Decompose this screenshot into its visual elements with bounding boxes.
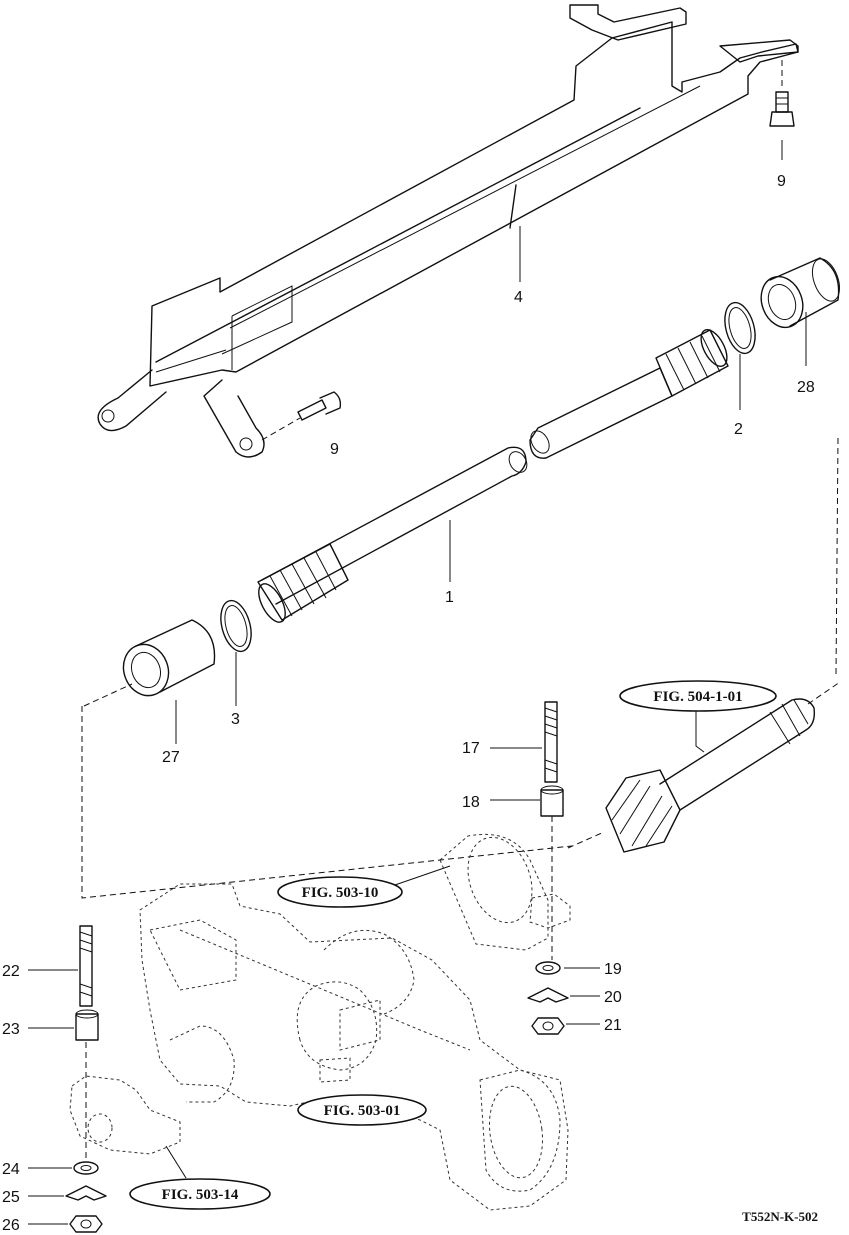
washer-part-19 xyxy=(535,961,561,975)
lock-washer-part-20 xyxy=(527,987,569,1003)
washer-part-24 xyxy=(73,1161,99,1175)
drive-shaft-part-1 xyxy=(257,329,729,623)
callout-23: 23 xyxy=(2,1021,20,1038)
callout-18: 18 xyxy=(462,794,480,811)
callout-1: 1 xyxy=(445,589,454,606)
callout-22: 22 xyxy=(2,963,20,980)
fig-ref-504-1-01-label: FIG. 504-1-01 xyxy=(653,689,742,705)
fig-ref-503-01-label: FIG. 503-01 xyxy=(324,1103,401,1119)
stud-part-17 xyxy=(544,701,558,783)
circlip-part-3 xyxy=(220,599,252,653)
coupling-part-28 xyxy=(760,257,841,329)
callout-3: 3 xyxy=(231,711,240,728)
nut-part-21 xyxy=(531,1017,565,1035)
callout-26: 26 xyxy=(2,1217,20,1234)
fig-ref-503-01[interactable]: FIG. 503-01 xyxy=(297,1094,427,1126)
axle-housing xyxy=(69,833,571,1211)
callout-20: 20 xyxy=(604,989,622,1006)
callout-19: 19 xyxy=(604,961,622,978)
fig-ref-503-14[interactable]: FIG. 503-14 xyxy=(129,1178,271,1210)
callout-4: 4 xyxy=(514,289,523,306)
callout-2: 2 xyxy=(734,421,743,438)
fig-ref-503-14-label: FIG. 503-14 xyxy=(162,1187,239,1203)
callout-27: 27 xyxy=(162,749,180,766)
bolt-part-9-mid xyxy=(297,391,342,421)
fig-ref-503-10[interactable]: FIG. 503-10 xyxy=(277,876,403,908)
callout-21: 21 xyxy=(604,1017,622,1034)
diagram-code: T552N-K-502 xyxy=(742,1209,818,1224)
coupling-part-27 xyxy=(122,619,216,697)
stud-part-22 xyxy=(79,925,93,1007)
pinion-shaft xyxy=(567,681,841,853)
leader-lines xyxy=(28,140,807,1225)
assembly-dashed-line xyxy=(81,437,839,899)
bolt-part-9-top xyxy=(769,60,795,127)
callout-28: 28 xyxy=(797,379,815,396)
nut-part-26 xyxy=(69,1215,103,1233)
callout-17: 17 xyxy=(462,740,480,757)
spacer-part-23 xyxy=(75,1009,99,1041)
fig-ref-503-10-label: FIG. 503-10 xyxy=(302,885,379,901)
lock-washer-part-25 xyxy=(65,1185,107,1201)
shaft-cover-part-4 xyxy=(97,4,799,458)
callout-24: 24 xyxy=(2,1161,20,1178)
fig-ref-504-1-01[interactable]: FIG. 504-1-01 xyxy=(619,680,777,712)
circlip-part-2 xyxy=(724,301,756,355)
callout-25: 25 xyxy=(2,1189,20,1206)
spacer-part-18 xyxy=(540,785,564,817)
callout-9-top: 9 xyxy=(777,173,786,190)
callout-9-mid: 9 xyxy=(330,441,339,458)
